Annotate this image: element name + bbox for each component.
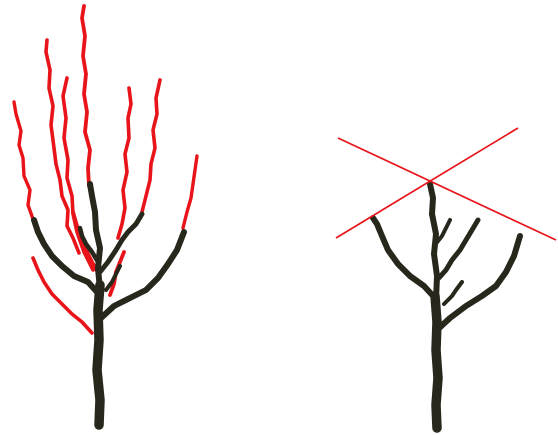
pruning-guide-line [336,128,518,238]
removed-shoot [183,156,197,228]
removed-shoots [14,6,197,333]
trunk [97,285,100,425]
removed-shoot [14,102,33,219]
trunk [435,296,438,428]
branch [437,220,478,280]
branch [444,282,462,304]
tree-after-wood [373,184,520,428]
tree-before-wood [34,184,184,425]
scaffold-branch-right [437,236,520,330]
tree-before-pruning [14,6,197,425]
pruning-guide-lines [336,128,556,240]
tree-after-pruning [336,128,556,428]
removed-shoot [142,80,160,212]
scaffold-branch-left [373,218,435,298]
removed-shoot [82,6,90,186]
removed-shoot [118,88,131,238]
central-leader [90,184,100,290]
